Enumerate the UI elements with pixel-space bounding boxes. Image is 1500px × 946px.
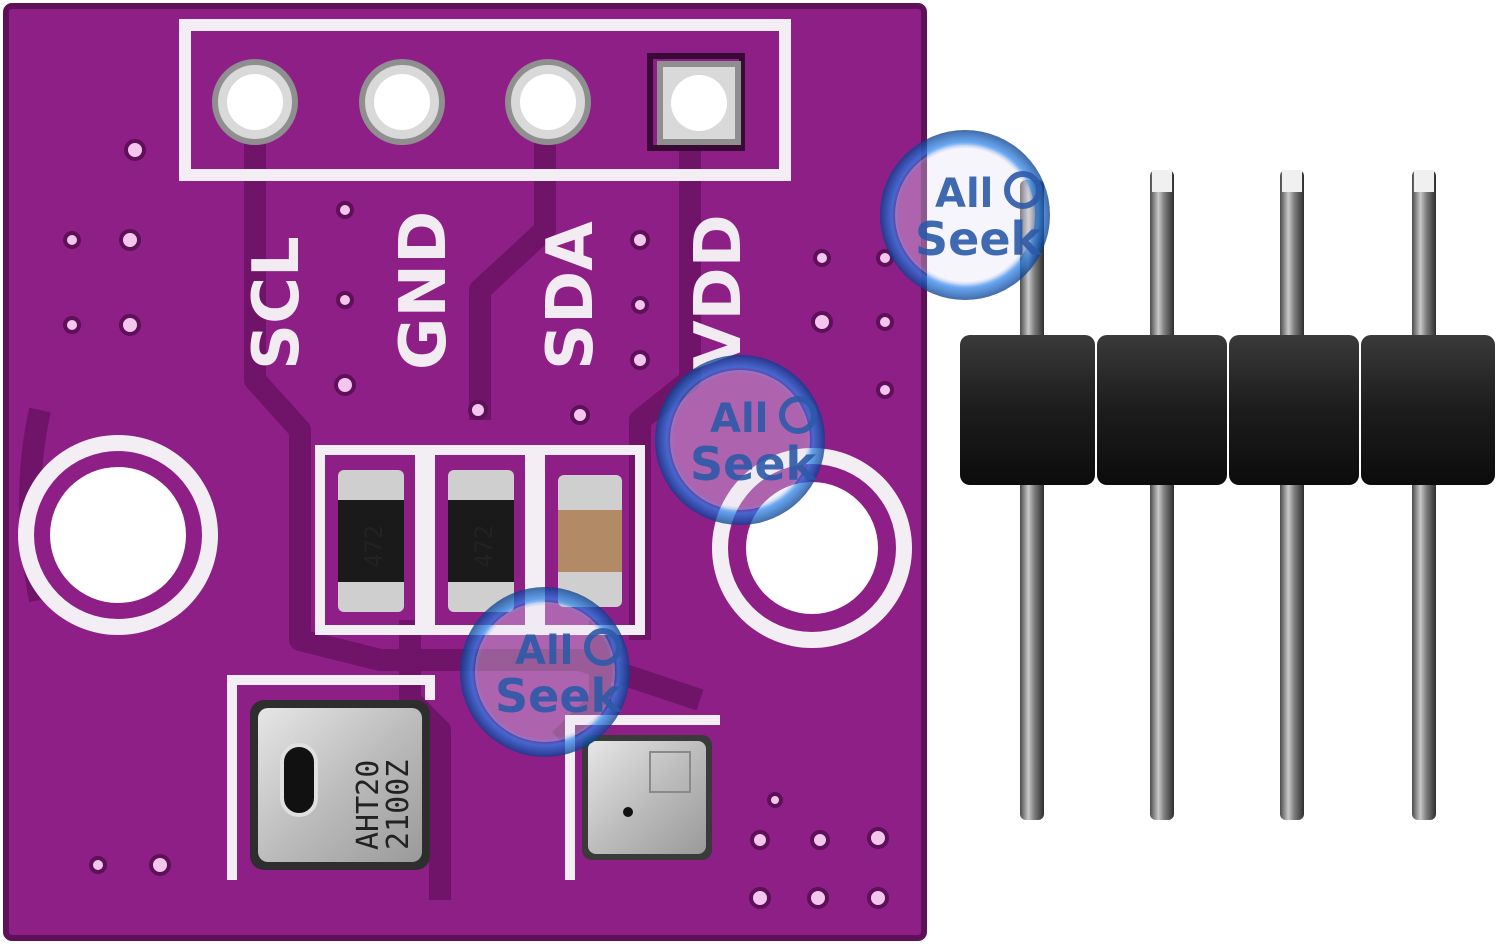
pin-labels: SCL GND SDA VDD <box>240 211 756 370</box>
mounting-holes <box>18 435 912 648</box>
pin-label-gnd: GND <box>387 211 461 370</box>
watermark-logo-2: All Seek <box>655 355 825 525</box>
bmp280-sensor <box>565 715 720 880</box>
watermark-logo-3: All Seek <box>460 587 630 757</box>
aht20-sensor: AHT20 2100Z <box>227 675 435 880</box>
pcb-edge-shadow <box>3 3 927 941</box>
vdd-square-marker <box>647 53 745 151</box>
pin-label-sda: SDA <box>534 221 608 370</box>
resistor-r1-code: 472 <box>360 525 388 568</box>
watermark-2-line2: Seek <box>690 437 818 491</box>
watermark-1-line2: Seek <box>915 212 1043 266</box>
aht20-marking-1: AHT20 <box>351 760 386 850</box>
watermark-3-line2: Seek <box>495 669 623 723</box>
watermark-logo-1: All Seek <box>880 130 1050 300</box>
resistor-r2-code: 472 <box>470 525 498 568</box>
header-pads <box>212 59 741 145</box>
watermark-3-line1: All <box>515 628 573 674</box>
resistor-r2: 472 <box>448 470 514 612</box>
pin-label-scl: SCL <box>240 236 314 370</box>
watermark-3-magnifier-icon <box>584 628 622 666</box>
pin-header <box>960 170 1495 820</box>
resistor-r1: 472 <box>338 470 404 612</box>
bmp280-vent <box>623 807 633 817</box>
watermark-2-line1: All <box>710 396 768 442</box>
watermark-1-line1: All <box>935 171 993 217</box>
watermark-2-magnifier-icon <box>779 396 817 434</box>
aht20-vent <box>280 743 318 817</box>
pin-label-vdd: VDD <box>682 214 756 370</box>
pcb-board: SCL GND SDA VDD <box>3 3 927 941</box>
vias <box>63 139 894 909</box>
watermark-1-magnifier-icon <box>1004 171 1042 209</box>
header-silkscreen-outline <box>179 19 791 181</box>
aht20-marking-2: 2100Z <box>381 760 416 850</box>
header-pins <box>1020 170 1436 820</box>
capacitor-c1 <box>558 475 622 607</box>
header-housing <box>960 335 1495 485</box>
